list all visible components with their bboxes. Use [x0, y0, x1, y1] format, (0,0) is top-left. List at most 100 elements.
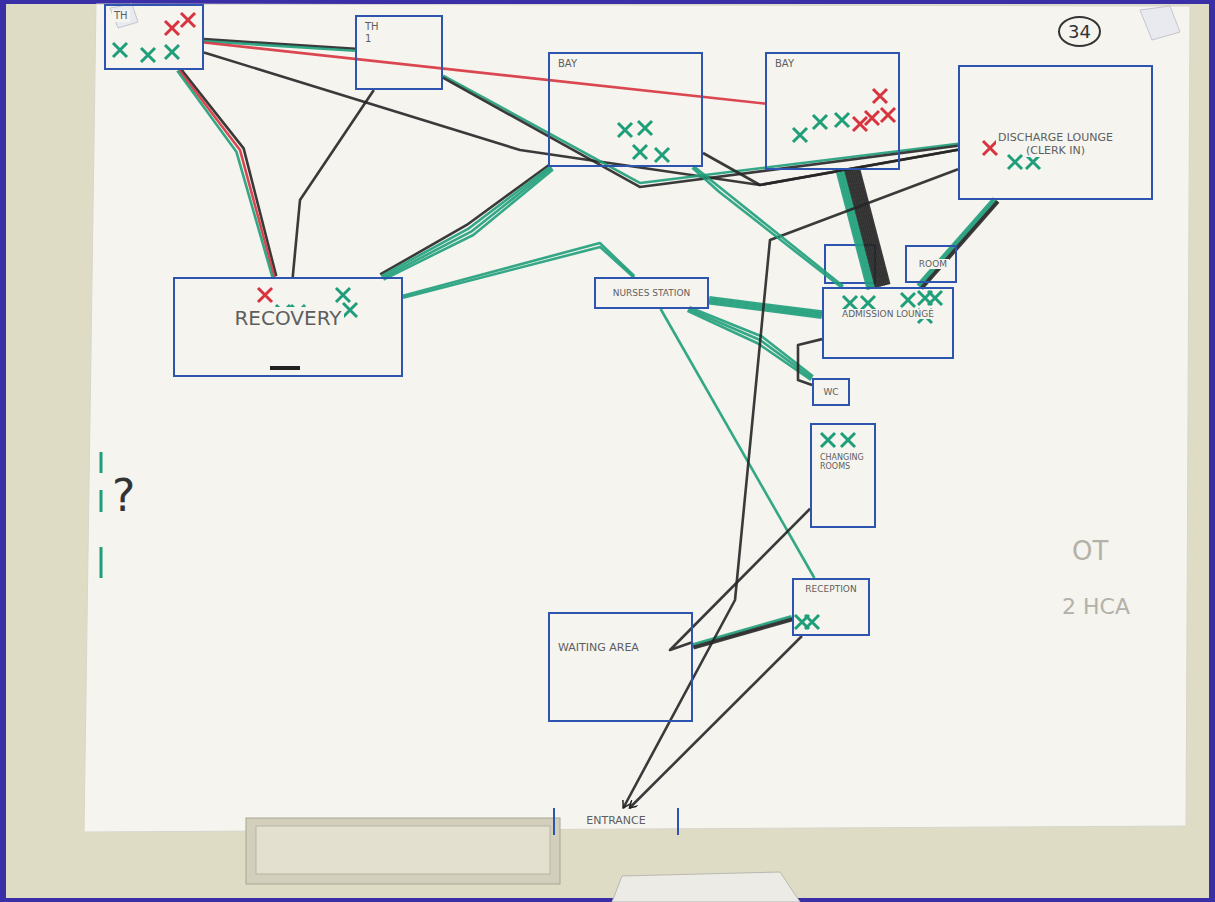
tape: [1140, 6, 1180, 40]
route-stroke: [843, 171, 874, 288]
note: 2 HCA: [1062, 594, 1130, 619]
room-name: DISCHARGE LOUNGE: [996, 132, 1115, 145]
tally-cross: [843, 296, 857, 310]
route-stroke: [703, 150, 958, 185]
walking-route: [687, 307, 813, 380]
wall-object: [612, 872, 800, 902]
walking-route: [630, 636, 802, 808]
route-stroke: [630, 636, 802, 808]
tally-cross: [336, 288, 350, 302]
room-box: ROOM: [905, 245, 957, 283]
room-box: WC: [812, 378, 850, 406]
room-box: ADMISSION LOUNGE: [822, 287, 954, 359]
route-stroke: [380, 164, 549, 274]
tally-cross: [983, 141, 997, 155]
route-stroke: [179, 70, 274, 277]
route-stroke: [709, 301, 822, 315]
tally-cross: [873, 89, 887, 103]
route-stroke: [687, 311, 811, 380]
route-stroke: [661, 309, 815, 578]
route-stroke: [204, 52, 958, 185]
tally-cross: [181, 13, 195, 27]
room-box: ENTRANCE: [553, 808, 679, 835]
tally-cross: [343, 303, 357, 317]
route-stroke: [403, 247, 634, 298]
tally-cross: [655, 148, 669, 162]
route-stroke: [623, 169, 958, 808]
walking-route: [837, 167, 889, 290]
tally-cross: [813, 115, 827, 129]
walking-route: [623, 169, 958, 808]
route-stroke: [692, 168, 842, 288]
walking-route: [709, 297, 823, 317]
tally-cross: [258, 288, 272, 302]
tally-cross: [928, 291, 942, 305]
walking-route: [703, 150, 958, 185]
room-name: (CLERK IN): [1024, 145, 1087, 158]
walking-route: [692, 616, 792, 648]
walking-route: [177, 69, 276, 278]
walking-route: [204, 52, 958, 185]
route-stroke: [177, 71, 272, 278]
note: ?: [112, 470, 135, 521]
route-stroke: [692, 616, 791, 644]
tally-cross: [618, 123, 632, 137]
room-name: TH: [363, 21, 381, 33]
plastic-holder-inner: [256, 826, 550, 874]
walking-route: [692, 166, 843, 288]
room-name: RECOVERY: [232, 307, 343, 330]
route-stroke: [293, 90, 374, 277]
green-dashes: [100, 452, 103, 578]
room-name: BAY: [556, 58, 579, 70]
room-box: NURSES STATION: [594, 277, 709, 309]
room-name: CHANGING ROOMS: [818, 453, 868, 471]
room-box: DISCHARGE LOUNGE(CLERK IN): [958, 65, 1153, 200]
tally-cross: [113, 43, 127, 57]
room-box: RECEPTION: [792, 578, 870, 636]
room-name: 1: [363, 33, 373, 45]
room-name: WAITING AREA: [556, 642, 641, 655]
room-name: RECEPTION: [803, 584, 858, 594]
room-name: WC: [821, 387, 840, 397]
walking-route: [670, 509, 810, 650]
room-name: BAY: [773, 58, 796, 70]
tally-cross: [835, 113, 849, 127]
room-box: TH1: [355, 15, 443, 90]
tape: [110, 4, 138, 28]
walking-route: [661, 309, 815, 578]
tally-cross: [165, 45, 179, 59]
room-box: BAY: [765, 52, 900, 170]
room-name: TH: [112, 10, 130, 22]
tally-cross: [1008, 155, 1022, 169]
route-stroke: [694, 166, 844, 286]
tally-cross: [901, 293, 915, 307]
room-name: ROOM: [917, 259, 949, 269]
route-stroke: [837, 173, 868, 290]
route-stroke: [845, 171, 876, 288]
room-name: ADMISSION LOUNGE: [840, 309, 936, 319]
route-stroke: [919, 199, 995, 286]
room-box: CHANGING ROOMS: [810, 423, 876, 528]
plastic-holder: [246, 818, 560, 884]
sheet-number: 34: [1058, 16, 1101, 47]
tally-crosses: [113, 13, 1040, 629]
tally-cross: [841, 433, 855, 447]
room-box: WAITING AREA: [548, 612, 693, 722]
tally-cross: [865, 111, 879, 125]
tally-cross: [881, 108, 895, 122]
room-name: ENTRANCE: [584, 815, 647, 828]
walking-route: [293, 90, 374, 277]
walking-route: [403, 243, 635, 298]
route-stroke: [709, 303, 822, 317]
wall: [6, 4, 1209, 898]
route-stroke: [381, 166, 550, 276]
route-stroke: [693, 618, 792, 646]
room-box: TH: [104, 4, 204, 70]
route-stroke: [841, 172, 872, 289]
note: OT: [1072, 536, 1108, 566]
tally-cross: [821, 433, 835, 447]
tally-cross: [805, 615, 819, 629]
route-stroke: [694, 620, 793, 648]
tally-cross: [861, 296, 875, 310]
